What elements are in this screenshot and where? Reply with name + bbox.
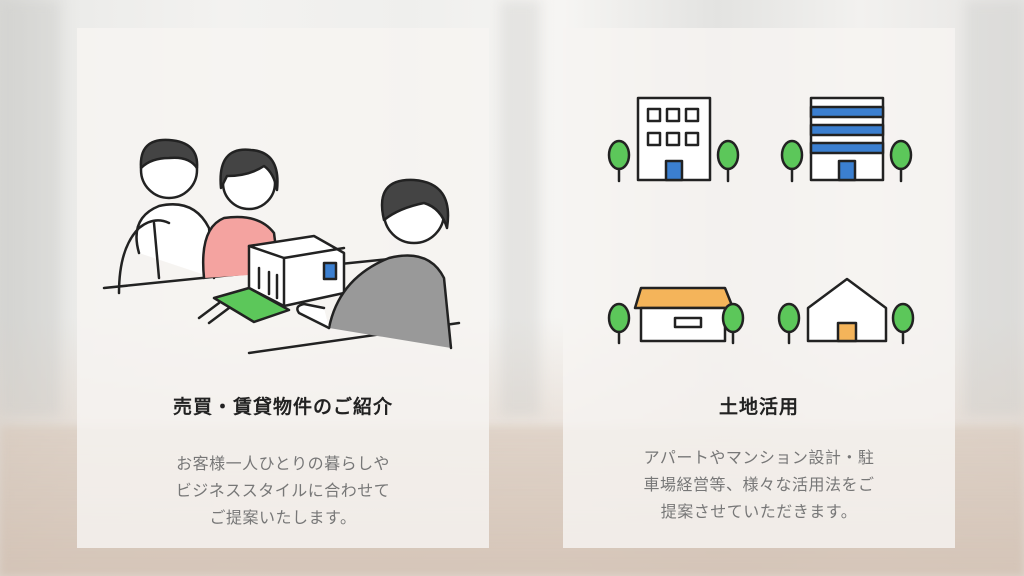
card-title: 土地活用 (718, 396, 799, 418)
card-description: アパートやマンション設計・駐 車場経営等、様々な活用法をご 提案させていただきま… (643, 448, 875, 521)
card-description: お客様一人ひとりの暮らしや ビジネススタイルに合わせて ご提案いたします。 (175, 454, 391, 527)
shop-house-icon (607, 286, 745, 345)
buildings-illustration (607, 96, 915, 345)
office-building-icon (607, 96, 740, 183)
apartment-building-icon (780, 96, 913, 183)
house-icon (777, 277, 915, 345)
card-land-utilization: 土地活用 アパートやマンション設計・駐 車場経営等、様々な活用法をご 提案させて… (563, 28, 955, 548)
card-property-introduction: 売買・賃貸物件のご紹介 お客様一人ひとりの暮らしや ビジネススタイルに合わせて … (77, 28, 489, 548)
card-title: 売買・賃貸物件のご紹介 (172, 396, 393, 418)
consultation-illustration (102, 138, 461, 355)
